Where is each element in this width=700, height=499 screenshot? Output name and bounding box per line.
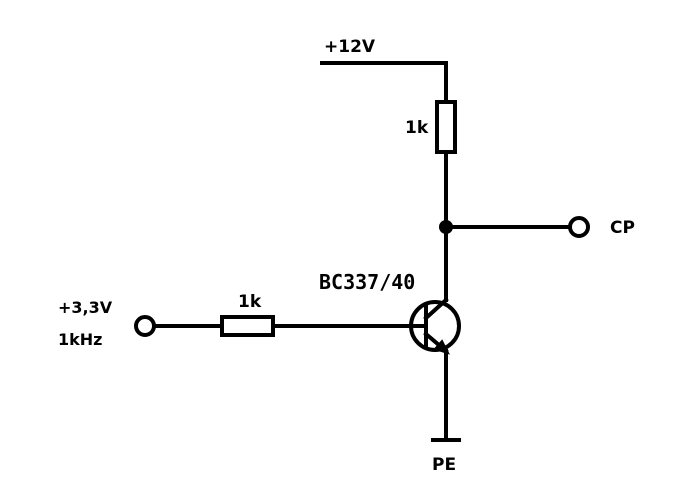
base-resistor <box>220 315 275 337</box>
transistor-label: BC337/40 <box>319 270 415 294</box>
collector-resistor <box>435 100 457 154</box>
input-voltage-label: +3,3V <box>58 298 113 317</box>
ground-label: PE <box>432 455 456 475</box>
input-terminal <box>134 315 156 337</box>
base-resistor-label: 1k <box>238 292 262 312</box>
output-terminal <box>568 216 590 238</box>
transistor-collector-lead <box>423 297 449 321</box>
supply-label: +12V <box>324 37 376 57</box>
input-frequency-label: 1kHz <box>58 330 102 349</box>
output-label: CP <box>610 218 635 238</box>
collector-resistor-label: 1k <box>405 118 429 138</box>
